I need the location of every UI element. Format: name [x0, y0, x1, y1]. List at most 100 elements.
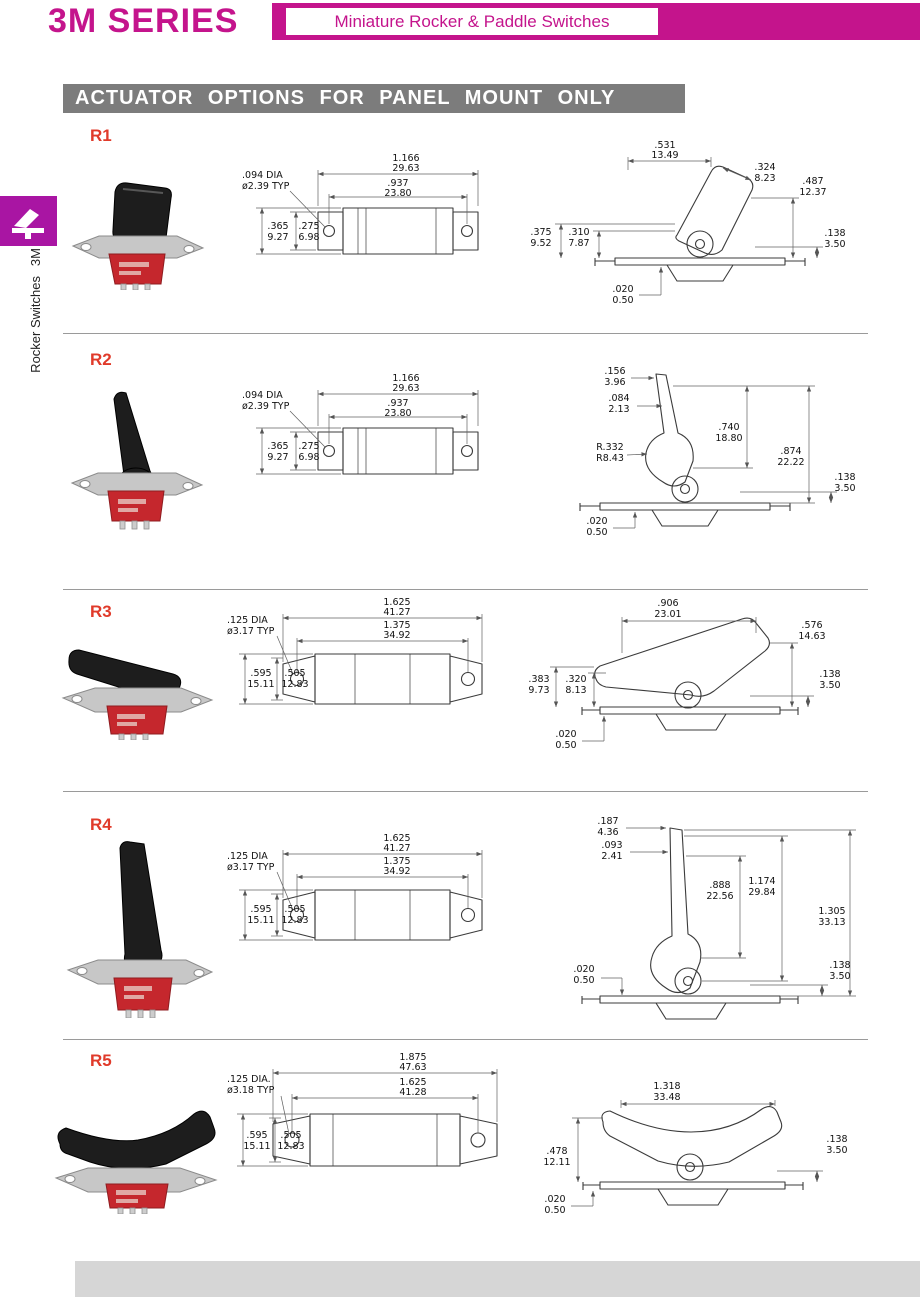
- paddle-actuator: [119, 841, 163, 969]
- dim-mm: 3.50: [826, 1145, 847, 1156]
- dim-in: .595: [250, 668, 271, 679]
- dim-mm: 2.13: [608, 404, 629, 415]
- page-subtitle: Miniature Rocker & Paddle Switches: [334, 11, 610, 31]
- dim-in: 1.305: [818, 906, 845, 917]
- dim-mm: 34.92: [383, 630, 410, 641]
- front-view-r1: 1.166 29.63 .937 23.80 .094 DIA ø2.39 TY…: [242, 153, 479, 255]
- section-label-r5: R5: [90, 1051, 112, 1070]
- dim-mm: 0.50: [555, 740, 576, 751]
- dimension-lines: [555, 157, 823, 296]
- dimension-lines: [550, 617, 814, 742]
- dim-mm: 12.83: [281, 915, 308, 926]
- switch-front-outline: [282, 889, 483, 941]
- mounting-hole: [460, 224, 474, 238]
- rocker-actuator: [57, 1110, 216, 1170]
- paddle-profile: [645, 373, 694, 487]
- rocker-profile: [675, 165, 754, 256]
- dim-mm: 3.96: [604, 377, 625, 388]
- dim-mm: 34.92: [383, 866, 410, 877]
- switch-photo-r1: [71, 182, 205, 290]
- switch-front-outline: [317, 207, 479, 255]
- paddle-profile: [650, 827, 702, 994]
- hole-callout: .125 DIA: [227, 615, 268, 626]
- sidebar-brand-vertical: 3M: [28, 248, 43, 267]
- dim-mm: 22.56: [706, 891, 733, 902]
- section-divider: [63, 791, 868, 792]
- dimension-lines: [256, 390, 479, 475]
- dim-mm: 3.50: [834, 483, 855, 494]
- dimension-labels: 1.625 41.27 1.375 34.92 .125 DIA ø3.17 T…: [227, 833, 411, 926]
- front-view-r5: 1.875 47.63 1.625 41.28 .125 DIA. ø3.18 …: [227, 1052, 498, 1167]
- mounting-bracket: [61, 687, 214, 713]
- dim-mm: 33.13: [818, 917, 845, 928]
- hole-callout: ø3.17 TYP: [227, 626, 275, 637]
- dim-in: .531: [654, 140, 675, 151]
- section-divider: [63, 589, 868, 590]
- side-view-r2: .156 3.96 .084 2.13 .740 18.80 .874 22.2…: [579, 366, 856, 538]
- dim-in: .505: [280, 1130, 301, 1141]
- side-view-r4: .187 4.36 .093 2.41 .888 22.56 1.174 29.…: [573, 816, 856, 1020]
- dim-mm: 6.98: [298, 452, 319, 463]
- dim-mm: 7.87: [568, 238, 589, 249]
- dim-mm: 13.49: [651, 150, 678, 161]
- dim-in: 1.625: [383, 833, 410, 844]
- hole-callout: ø3.17 TYP: [227, 862, 275, 873]
- dim-mm: 18.80: [715, 433, 742, 444]
- dim-in: .320: [565, 674, 586, 685]
- dim-mm: 23.80: [384, 408, 411, 419]
- mounting-bracket: [70, 472, 204, 496]
- dim-in: .595: [250, 904, 271, 915]
- side-view-r1: .531 13.49 .324 8.23 .487 12.37 .375 9.5…: [530, 140, 845, 306]
- switch-side-outline: [594, 165, 806, 282]
- dim-mm: 15.11: [247, 679, 274, 690]
- hole-callout: ø2.39 TYP: [242, 401, 290, 412]
- dim-in: .020: [586, 516, 607, 527]
- dim-in: .275: [298, 441, 319, 452]
- dim-mm: 6.98: [298, 232, 319, 243]
- dim-in: .740: [718, 422, 739, 433]
- dim-mm: 8.13: [565, 685, 586, 696]
- footer-bar: [75, 1261, 920, 1297]
- switch-photo-r3: [61, 649, 214, 740]
- dimension-labels: 1.875 47.63 1.625 41.28 .125 DIA. ø3.18 …: [227, 1052, 427, 1152]
- dim-in: 1.166: [392, 153, 419, 164]
- side-view-r3: .906 23.01 .576 14.63 .383 9.73 .320 8.1…: [528, 598, 840, 751]
- dim-mm: 12.11: [543, 1157, 570, 1168]
- switch-photo-r4: [66, 841, 214, 1018]
- dim-mm: 41.27: [383, 843, 410, 854]
- dim-mm: 0.50: [544, 1205, 565, 1216]
- dim-mm: 29.84: [748, 887, 775, 898]
- dim-mm: 41.27: [383, 607, 410, 618]
- sidebar-tab: [0, 196, 57, 246]
- sidebar-label-vertical: Rocker Switches: [28, 276, 43, 373]
- dimension-lines: [239, 850, 483, 941]
- rocker-switch-icon: [12, 209, 44, 239]
- switch-front-outline: [272, 1113, 498, 1167]
- dim-mm: 8.23: [754, 173, 775, 184]
- dim-in: .383: [528, 674, 549, 685]
- dim-in: R.332: [596, 442, 623, 453]
- dim-in: .478: [546, 1146, 567, 1157]
- rocker-profile: [594, 617, 771, 697]
- dim-mm: 15.11: [243, 1141, 270, 1152]
- dim-in: .310: [568, 227, 589, 238]
- dim-in: .156: [604, 366, 625, 377]
- rocker-profile: [601, 1106, 783, 1167]
- dimension-labels: .531 13.49 .324 8.23 .487 12.37 .375 9.5…: [530, 140, 845, 306]
- dim-in: .906: [657, 598, 678, 609]
- dim-mm: 23.80: [384, 188, 411, 199]
- dimension-labels: .906 23.01 .576 14.63 .383 9.73 .320 8.1…: [528, 598, 840, 751]
- dimension-lines: [256, 170, 479, 255]
- dim-in: .138: [824, 228, 845, 239]
- dim-mm: 3.50: [819, 680, 840, 691]
- front-view-r4: 1.625 41.27 1.375 34.92 .125 DIA ø3.17 T…: [227, 833, 483, 941]
- header-inset: Miniature Rocker & Paddle Switches: [286, 8, 658, 35]
- front-view-r2: 1.166 29.63 .937 23.80 .094 DIA ø2.39 TY…: [242, 373, 479, 475]
- hole-callout: .125 DIA.: [227, 1074, 271, 1085]
- dim-in: .576: [801, 620, 822, 631]
- dim-mm: 2.41: [601, 851, 622, 862]
- switch-side-outline: [579, 373, 791, 527]
- dim-in: 1.166: [392, 373, 419, 384]
- hole-callout: ø2.39 TYP: [242, 181, 290, 192]
- dim-mm: 12.83: [277, 1141, 304, 1152]
